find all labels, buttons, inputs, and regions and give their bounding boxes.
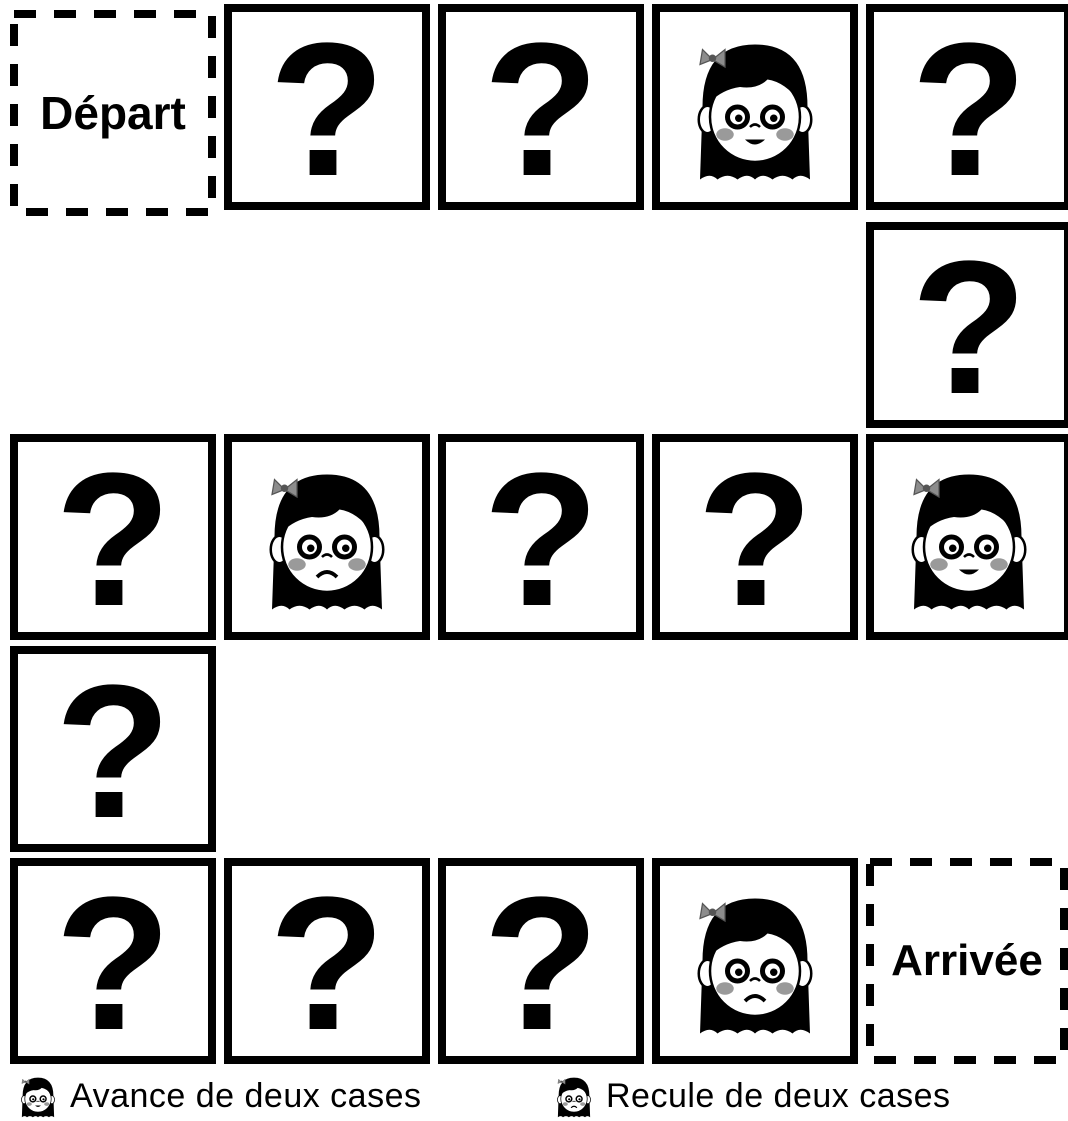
sad-girl-face-icon (552, 1074, 596, 1118)
legend-back-text: Recule de deux cases (606, 1077, 951, 1116)
board-tile-15 (652, 858, 858, 1064)
board-tile-14: ? (438, 858, 644, 1064)
question-mark: ? (697, 445, 813, 635)
legend-advance-text: Avance de deux cases (70, 1077, 422, 1116)
question-mark: ? (55, 869, 171, 1059)
question-mark: ? (483, 445, 599, 635)
end-label: Arrivée (891, 936, 1043, 986)
sad-girl-face-icon (680, 886, 830, 1036)
question-mark: ? (911, 233, 1027, 423)
board-tile-6 (866, 434, 1068, 640)
happy-girl-face-icon (680, 32, 830, 182)
question-mark: ? (483, 15, 599, 205)
legend-back: Recule de deux cases (552, 1076, 951, 1116)
board-tile-5: ? (866, 222, 1068, 428)
board-tile-4: ? (866, 4, 1068, 210)
happy-girl-face-icon (16, 1074, 60, 1118)
question-mark: ? (269, 869, 385, 1059)
question-mark: ? (55, 445, 171, 635)
question-mark: ? (55, 657, 171, 847)
question-mark: ? (911, 15, 1027, 205)
board-tile-2: ? (438, 4, 644, 210)
question-mark: ? (269, 15, 385, 205)
happy-girl-face-icon (894, 462, 1044, 612)
board-tile-12: ? (10, 858, 216, 1064)
board-tile-10: ? (10, 434, 216, 640)
board-tile-7: ? (652, 434, 858, 640)
sad-girl-face-icon (252, 462, 402, 612)
board-tile-8: ? (438, 434, 644, 640)
board-tile-9 (224, 434, 430, 640)
start-space: Départ (10, 10, 216, 216)
legend-advance: Avance de deux cases (16, 1076, 422, 1116)
start-label: Départ (40, 86, 186, 140)
board-tile-11: ? (10, 646, 216, 852)
board-tile-13: ? (224, 858, 430, 1064)
end-space: Arrivée (866, 858, 1068, 1064)
board-tile-1: ? (224, 4, 430, 210)
board-tile-3 (652, 4, 858, 210)
question-mark: ? (483, 869, 599, 1059)
